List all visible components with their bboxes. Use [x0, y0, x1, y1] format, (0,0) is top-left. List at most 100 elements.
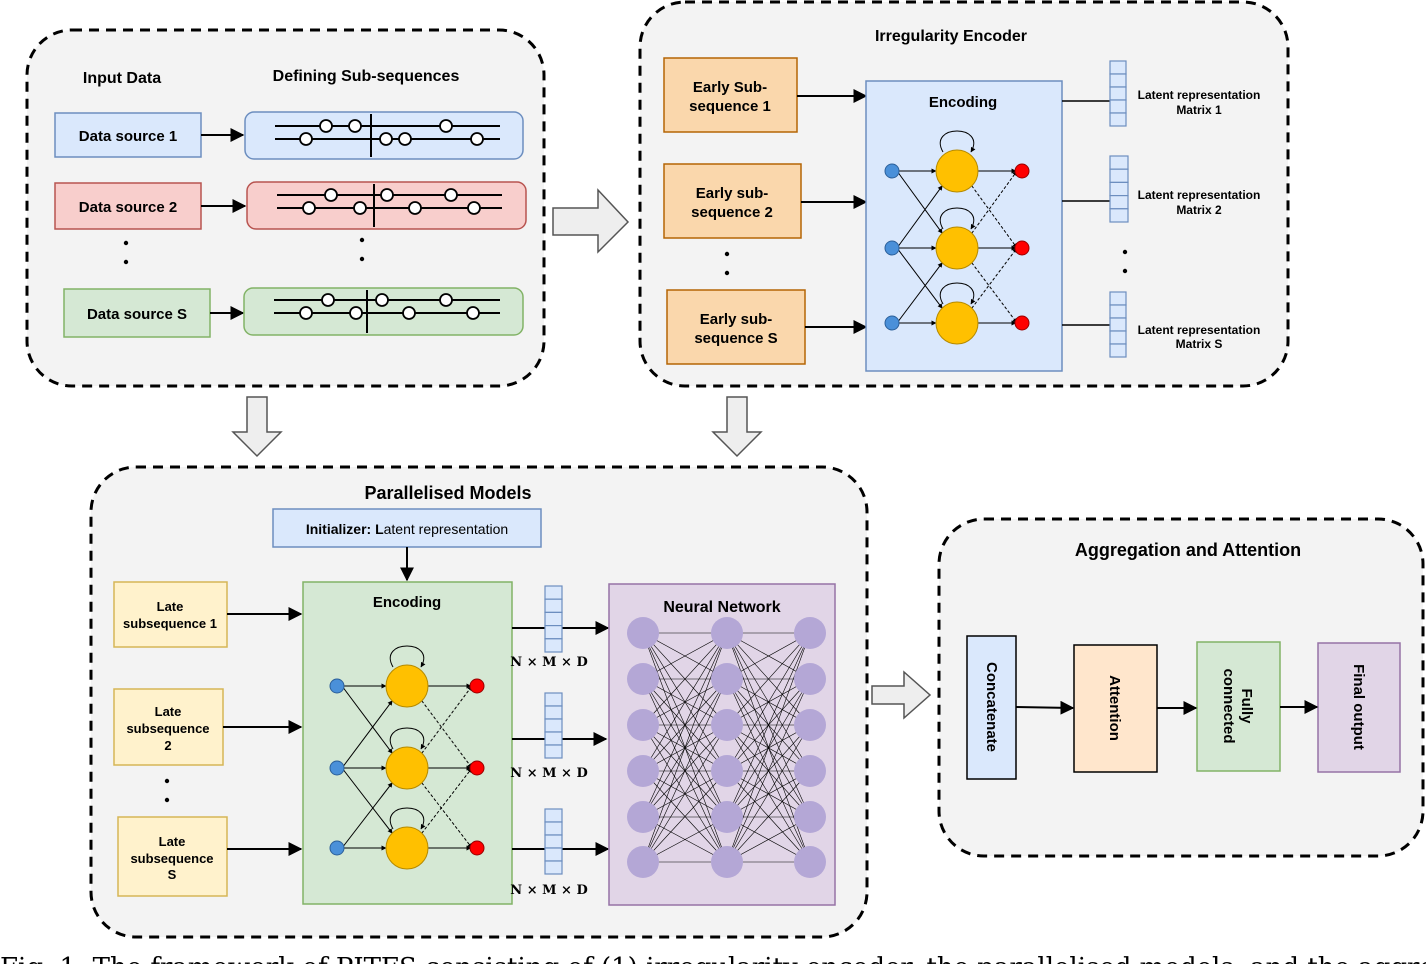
fully-connected-line2: connected — [1220, 668, 1237, 743]
nn-neuron — [627, 663, 659, 695]
nn-neuron — [794, 617, 826, 649]
subsequence-timeline-s — [243, 287, 524, 336]
late-subsequence-1-line2: subsequence 1 — [123, 616, 217, 631]
fully-connected-line1: Fully — [1238, 688, 1255, 724]
nn-neuron — [627, 846, 659, 878]
input-node — [884, 240, 900, 256]
output-node — [469, 760, 485, 776]
nn-edge — [642, 632, 728, 818]
vector-cell — [544, 808, 563, 823]
irregularity-rnn-graph — [884, 130, 1030, 345]
nn-neuron — [711, 709, 743, 741]
edge — [341, 767, 393, 834]
early-subsequence-s-line1: Early sub- — [700, 311, 773, 328]
early-subsequence-s-line2: sequence S — [694, 330, 777, 347]
initializer-bold: Initializer: L — [306, 521, 384, 537]
input-node — [329, 760, 345, 776]
parallelised-models-panel: Parallelised Models Initializer: Latent … — [89, 465, 869, 939]
edge — [896, 170, 943, 234]
hidden-node — [385, 746, 429, 790]
edge — [341, 700, 393, 769]
latent-matrix-s-line2: Matrix S — [1176, 337, 1223, 351]
vector-cell — [544, 611, 563, 627]
recurrent-loop — [389, 807, 426, 830]
data-source-2-box — [54, 182, 202, 230]
early-subsequence-s-box — [666, 289, 806, 365]
flow-arrows — [231, 188, 932, 720]
nmd-vector-2 — [544, 692, 563, 759]
nn-neuron — [627, 617, 659, 649]
fully-connected-block — [1196, 641, 1281, 772]
vector-cell — [1109, 317, 1127, 332]
nn-edge — [726, 632, 811, 772]
vector-cell — [1109, 60, 1127, 75]
vector-cell — [1109, 168, 1129, 183]
nn-edge — [642, 632, 728, 772]
late-subsequence-s-line2: subsequence — [130, 851, 213, 866]
nmd-vector-1 — [544, 585, 563, 653]
nn-neuron — [711, 663, 743, 695]
hidden-node — [935, 301, 979, 345]
final-output-label: Final output — [1350, 664, 1367, 750]
concatenate-block — [966, 635, 1017, 780]
initializer-rest: atent representation — [384, 521, 509, 537]
nn-edge — [642, 632, 728, 726]
initializer-label: Initializer: Latent representation — [306, 521, 508, 537]
latent-matrix-1-line1: Latent representation — [1138, 88, 1261, 102]
neural-network-graph — [627, 617, 826, 878]
irregularity-encoder-title: Irregularity Encoder — [875, 28, 1027, 45]
late-subsequence-2-line3: 2 — [164, 738, 171, 753]
edge — [421, 700, 473, 769]
parallelised-models-title: Parallelised Models — [364, 483, 531, 503]
hidden-node — [935, 226, 979, 270]
vector-cell — [544, 585, 563, 600]
vector-cell — [1109, 304, 1127, 319]
nn-neuron — [711, 801, 743, 833]
latent-matrix-1-vector — [1109, 60, 1127, 127]
concatenate-label: Concatenate — [983, 662, 1000, 752]
vector-cell — [1109, 73, 1127, 88]
nn-edge — [726, 770, 811, 863]
late-subsequence-s-box — [117, 816, 228, 897]
nn-edge — [642, 770, 728, 863]
vector-cell — [544, 744, 563, 759]
vector-cell — [1109, 99, 1127, 114]
hidden-node — [935, 149, 979, 193]
late-subsequence-2-line2: subsequence — [126, 721, 209, 736]
input-data-header: Input Data — [83, 70, 161, 87]
nn-neuron — [711, 617, 743, 649]
vector-cell — [1109, 330, 1127, 345]
nmd-vector-3 — [544, 808, 563, 875]
input-node — [329, 840, 345, 856]
subsequence-timeline-2 — [246, 181, 527, 230]
late-subsequence-1-line1: Late — [157, 599, 184, 614]
nn-edge — [726, 632, 811, 818]
early-subsequence-1-line1: Early Sub- — [693, 79, 767, 96]
edge — [421, 782, 473, 849]
nn-neuron — [627, 709, 659, 741]
data-source-1-label: Data source 1 — [79, 128, 177, 145]
recurrent-loop — [389, 645, 426, 668]
vector-cell — [1109, 86, 1127, 101]
edge — [341, 685, 393, 754]
edge — [896, 262, 943, 324]
late-subsequence-1-box — [113, 581, 228, 648]
latent-matrix-s-vector — [1109, 291, 1127, 358]
data-source-s-box — [63, 288, 211, 338]
final-output-block — [1317, 642, 1401, 773]
nn-edge — [726, 724, 811, 863]
nmd-label-2: N × M × D — [510, 766, 587, 781]
vector-cell — [1109, 291, 1127, 306]
recurrent-loop — [939, 207, 976, 230]
vector-cell — [1109, 343, 1127, 358]
irregularity-encoder-panel: Irregularity Encoder Early Sub- sequence… — [638, 0, 1290, 388]
vector-cell — [1109, 208, 1129, 223]
subsequences-header: Defining Sub-sequences — [273, 68, 460, 85]
edge — [971, 170, 1018, 234]
nn-neuron — [711, 755, 743, 787]
recurrent-loop — [939, 130, 976, 153]
nn-neuron — [794, 755, 826, 787]
irregularity-encoding-label: Encoding — [929, 94, 997, 111]
neural-network-label: Neural Network — [663, 599, 780, 616]
edge — [971, 247, 1018, 309]
